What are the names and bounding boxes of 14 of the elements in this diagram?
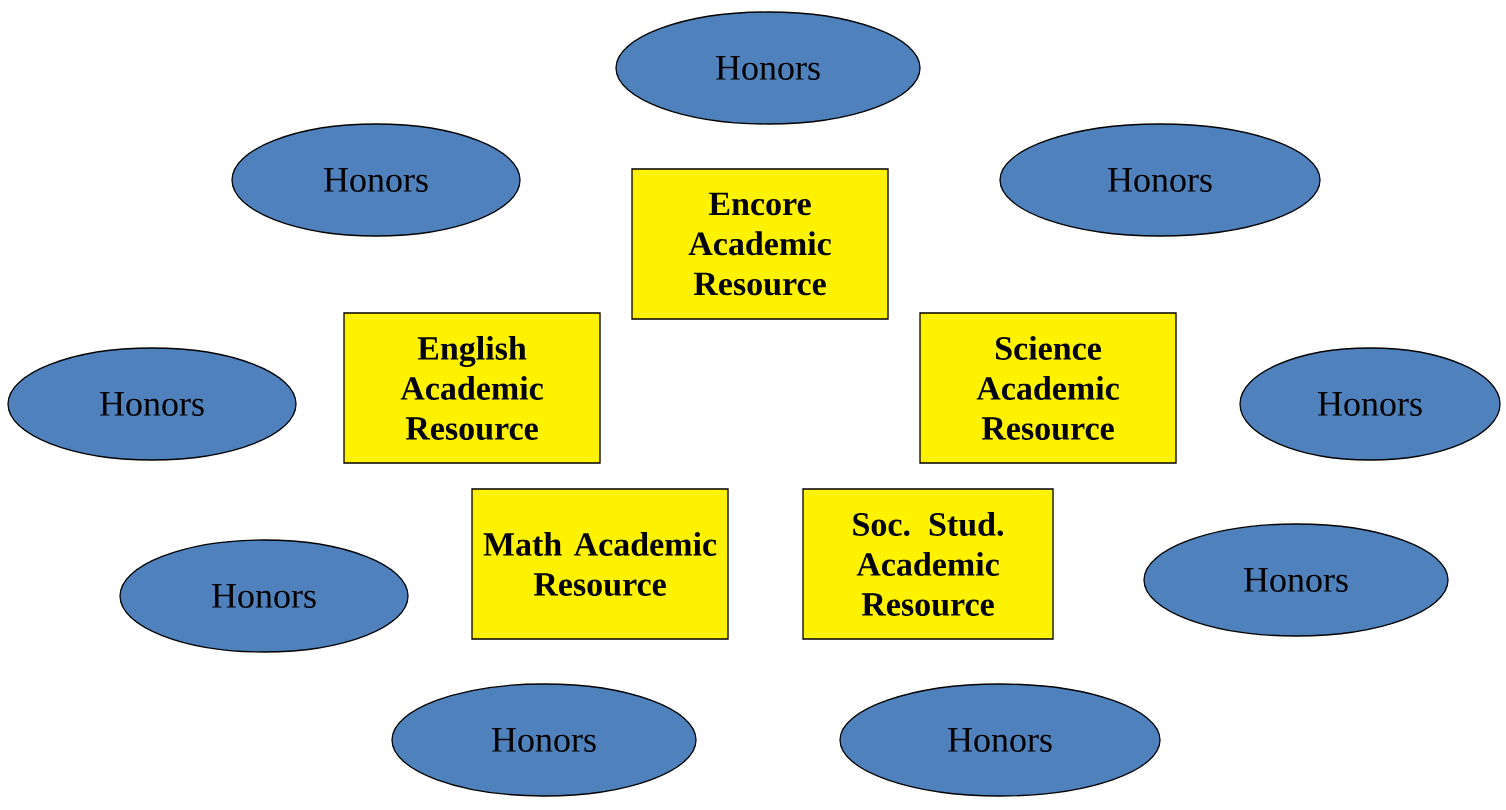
box: Science Academic Resource xyxy=(919,312,1177,464)
oval: Honors xyxy=(119,539,409,653)
oval: Honors xyxy=(1239,347,1501,461)
oval: Honors xyxy=(1143,523,1449,637)
oval: Honors xyxy=(999,123,1321,237)
box: Math Academic Resource xyxy=(471,488,729,640)
oval: Honors xyxy=(391,683,697,797)
box: English Academic Resource xyxy=(343,312,601,464)
oval: Honors xyxy=(615,11,921,125)
oval: Honors xyxy=(7,347,297,461)
box: Soc. Stud. Academic Resource xyxy=(802,488,1054,640)
oval: Honors xyxy=(839,683,1161,797)
box: Encore Academic Resource xyxy=(631,168,889,320)
oval: Honors xyxy=(231,123,521,237)
